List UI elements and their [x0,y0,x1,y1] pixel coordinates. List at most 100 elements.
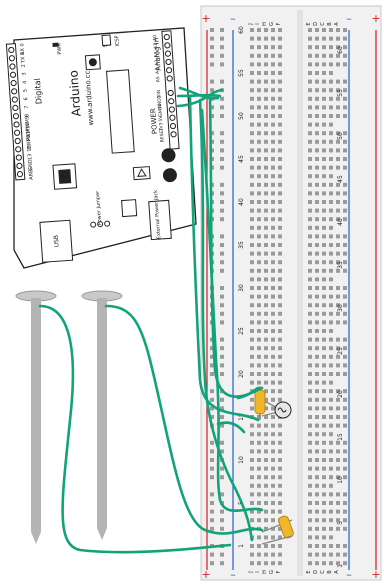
digital-pin [13,121,20,128]
breadboard-hole [250,518,254,523]
breadboard-hole [329,88,333,93]
analog-pin-label: A5 [155,76,161,82]
breadboard-hole [329,191,333,196]
breadboard-hole [308,208,312,213]
nail-left-shaft [31,298,41,532]
breadboard-hole [257,217,261,222]
breadboard-hole [250,406,254,411]
breadboard-hole [250,294,254,299]
analog-label: Analog In [152,38,162,71]
breadboard-hole [329,458,333,462]
breadboard-hole [308,62,312,67]
analog-pin-label: A3 [154,59,160,65]
breadboard-hole [250,346,254,351]
rail-hole [220,191,224,196]
breadboard-hole [315,406,319,411]
rail-hole [343,406,347,411]
breadboard-hole [271,483,275,488]
row-letter: E [306,22,312,25]
breadboard-hole [278,157,282,161]
breadboard-hole [257,423,261,428]
breadboard-hole [264,157,268,161]
analog-pin [166,75,173,82]
breadboard-hole [322,96,326,101]
breadboard-hole [308,45,312,50]
row-letter: G [269,570,275,574]
breadboard-hole [250,114,254,118]
row-letter: F [276,570,282,573]
breadboard-hole [322,501,326,505]
breadboard-hole [329,346,333,351]
breadboard-hole [278,200,282,204]
breadboard-hole [322,432,326,437]
digital-pin-label: 8 [24,114,30,118]
breadboard-hole [264,337,268,342]
breadboard-hole [329,561,333,566]
digital-pin-label: 12 [27,145,33,152]
breadboard-hole [271,200,275,204]
breadboard-hole [264,440,268,445]
breadboard-hole [271,354,275,359]
breadboard-hole [271,501,275,505]
rail-hole [210,363,214,368]
breadboard-hole [308,286,312,290]
breadboard-hole [250,501,254,505]
breadboard-hole [250,182,254,187]
breadboard-hole [264,191,268,196]
rail-hole [210,45,214,50]
rail-hole [336,88,340,93]
breadboard-hole [322,182,326,187]
breadboard-hole [329,174,333,179]
breadboard-hole [278,71,282,75]
breadboard-hole [271,294,275,299]
breadboard-hole [322,337,326,342]
breadboard-hole [308,389,312,394]
breadboard-hole [250,552,254,557]
breadboard-hole [264,509,268,514]
breadboard-hole [315,200,319,204]
power-pin [169,122,177,130]
breadboard-hole [271,165,275,170]
rail-hole [220,53,224,58]
breadboard-hole [257,191,261,196]
rail-hole [336,526,340,531]
rail-hole [220,423,224,428]
breadboard-hole [329,311,333,316]
row-letter: E [306,570,312,573]
digital-pin-label: PWM11 [26,131,33,150]
breadboard-hole [278,466,282,471]
breadboard-hole [278,380,282,385]
rail-hole [220,303,224,308]
breadboard-hole [329,389,333,394]
breadboard-hole [315,483,319,488]
rail-hole [343,88,347,93]
rail-hole [210,492,214,497]
row-letter: J [248,23,254,25]
breadboard-hole [322,88,326,93]
rail-plus-top-left: + [201,12,210,25]
breadboard-hole [271,303,275,308]
breadboard-hole [278,544,282,548]
rail-hole [336,397,340,402]
breadboard-hole [264,303,268,308]
column-number: 15 [337,433,344,441]
row-letter: A [334,22,340,26]
rail-hole [336,354,340,359]
breadboard-hole [264,234,268,239]
rail-hole [343,260,347,265]
breadboard-hole [329,518,333,523]
breadboard-hole [329,277,333,282]
rail-hole [210,346,214,351]
digital-pin [10,79,17,87]
rail-hole [210,88,214,93]
breadboard-hole [250,148,254,153]
breadboard-hole [250,157,254,161]
digital-pin-label: 7 [24,105,30,109]
column-number: 50 [337,132,344,140]
breadboard-hole [322,105,326,110]
breadboard-hole [329,260,333,265]
rail-hole [220,286,224,290]
breadboard-hole [264,96,268,101]
breadboard-hole [315,114,319,118]
breadboard-hole [264,475,268,480]
